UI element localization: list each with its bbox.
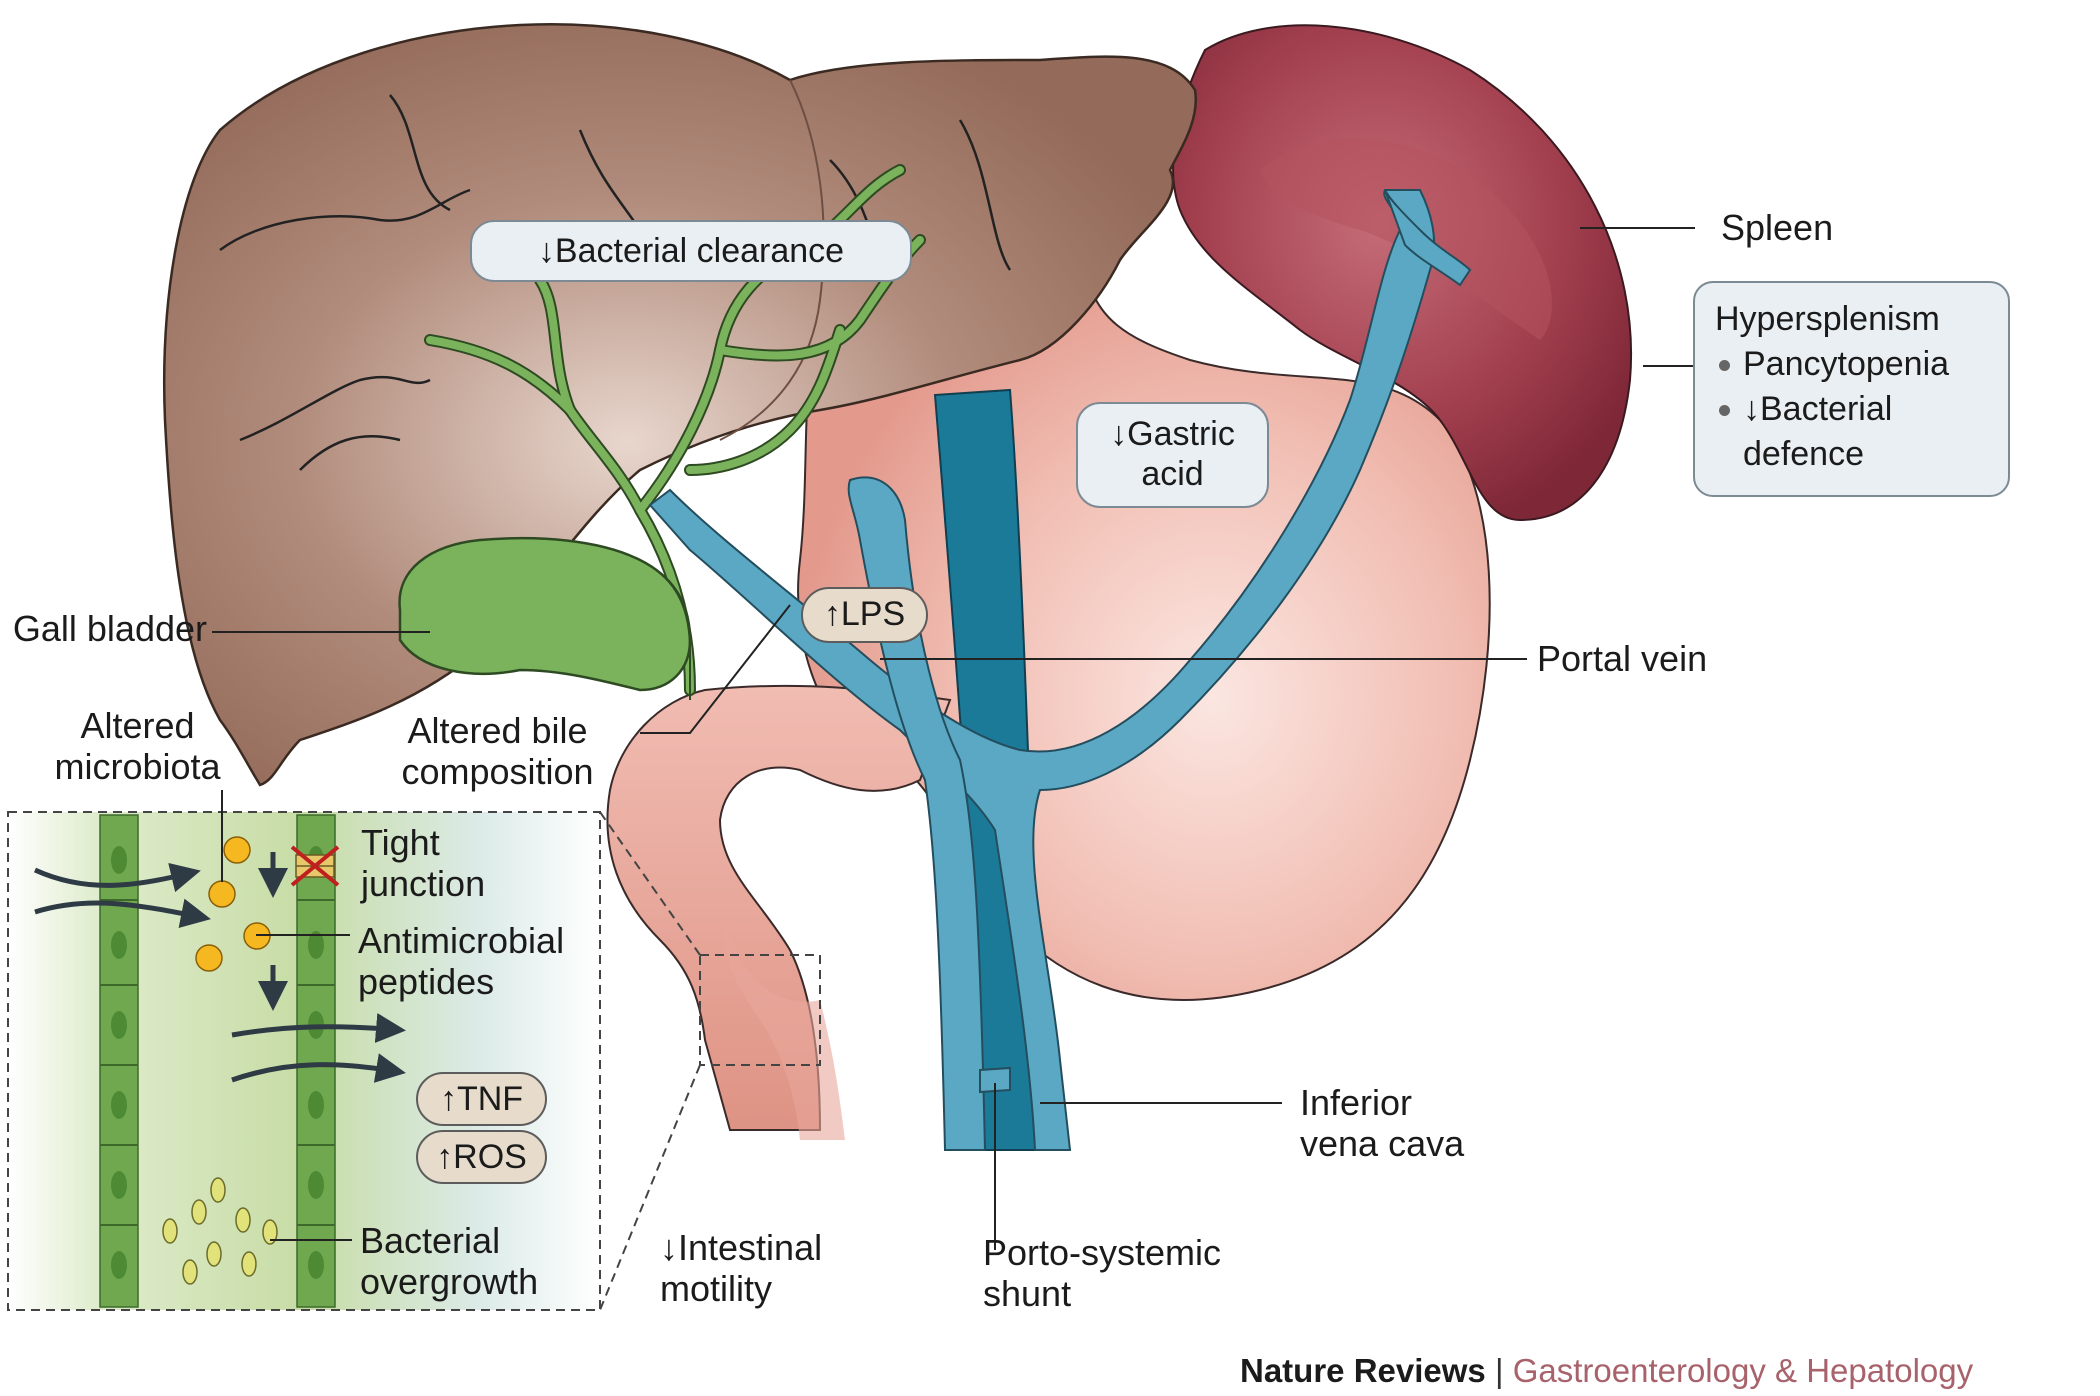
gut-wall-right <box>296 814 336 1308</box>
hypersplenism-box: Hypersplenism Pancytopenia ↓Bacterial de… <box>1693 281 2010 497</box>
leader-lines <box>212 227 1695 1250</box>
journal-name: Gastroenterology & Hepatology <box>1512 1352 1974 1389</box>
bacterial-overgrowth-label: Bacterial overgrowth <box>360 1220 539 1302</box>
gall-bladder-label: Gall bladder <box>12 608 207 649</box>
porto-systemic-shunt-label: Porto-systemic shunt <box>983 1232 1222 1314</box>
altered-microbiota-label: Altered microbiota <box>54 705 221 787</box>
duodenum <box>606 684 952 1131</box>
hypersplenism-item: Pancytopenia <box>1715 342 1988 387</box>
altered-bile-label: Altered bile composition <box>401 710 594 792</box>
hypersplenism-item: ↓Bacterial <box>1715 387 1988 432</box>
gall-bladder <box>398 536 692 692</box>
hypersplenism-title: Hypersplenism <box>1715 300 1940 338</box>
translocation-arrows <box>33 852 406 1083</box>
bacterial-clearance-box: ↓Bacterial clearance <box>470 220 912 282</box>
intestinal-motility-label: ↓Intestinal motility <box>660 1227 823 1309</box>
gastric-acid-box: ↓Gastric acid <box>1076 402 1269 508</box>
broken-tight-junction-icon <box>290 845 340 887</box>
lps-badge: ↑LPS <box>801 587 928 643</box>
liver-veins <box>219 94 1012 471</box>
inferior-vena-cava-label: Inferior vena cava <box>1300 1082 1465 1164</box>
porto-systemic-shunt <box>979 1066 1011 1094</box>
gut-wall-left <box>99 814 139 1308</box>
tnf-badge: ↑TNF <box>416 1072 547 1126</box>
tight-junction-label: Tight junction <box>361 822 486 904</box>
hypersplenism-item: defence <box>1743 435 1864 473</box>
journal-credit: Nature Reviews | Gastroenterology & Hepa… <box>1240 1352 1974 1389</box>
portal-vein-label: Portal vein <box>1537 638 1708 679</box>
intestine-zoom-box <box>699 954 821 1066</box>
antimicrobial-peptides-label: Antimicrobial peptides <box>358 920 565 1002</box>
publisher-name: Nature Reviews <box>1240 1352 1486 1389</box>
ros-badge: ↑ROS <box>416 1130 547 1184</box>
bacteria-overgrowth <box>162 1177 278 1285</box>
spleen-label: Spleen <box>1721 207 1834 248</box>
